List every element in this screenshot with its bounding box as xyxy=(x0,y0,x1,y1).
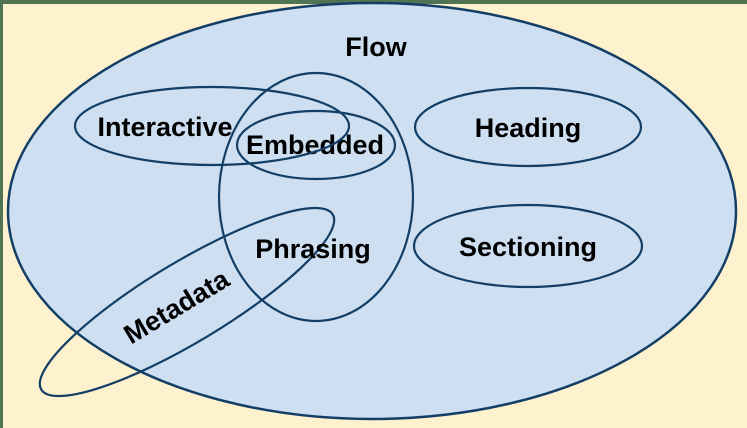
phrasing-label: Phrasing xyxy=(255,234,371,264)
interactive-label: Interactive xyxy=(97,112,232,142)
embedded-set: Embedded xyxy=(235,109,397,181)
flow-set-ellipse xyxy=(6,1,738,421)
phrasing-set-ellipse xyxy=(217,71,415,323)
sectioning-set-ellipse xyxy=(412,203,644,289)
interactive-set: Interactive xyxy=(73,85,351,167)
sectioning-set: Sectioning xyxy=(412,203,644,289)
interactive-set-ellipse xyxy=(73,85,351,167)
flow-label: Flow xyxy=(345,32,407,62)
sectioning-label: Sectioning xyxy=(459,232,597,262)
heading-set: Heading xyxy=(413,86,643,168)
flow-set: Flow xyxy=(6,1,738,421)
heading-label: Heading xyxy=(475,113,582,143)
window-border-left xyxy=(0,0,3,428)
metadata-set-ellipse xyxy=(38,206,336,398)
heading-set-ellipse xyxy=(413,86,643,168)
phrasing-set: Phrasing xyxy=(217,71,415,323)
embedded-set-ellipse xyxy=(235,109,397,181)
embedded-label: Embedded xyxy=(246,130,384,160)
